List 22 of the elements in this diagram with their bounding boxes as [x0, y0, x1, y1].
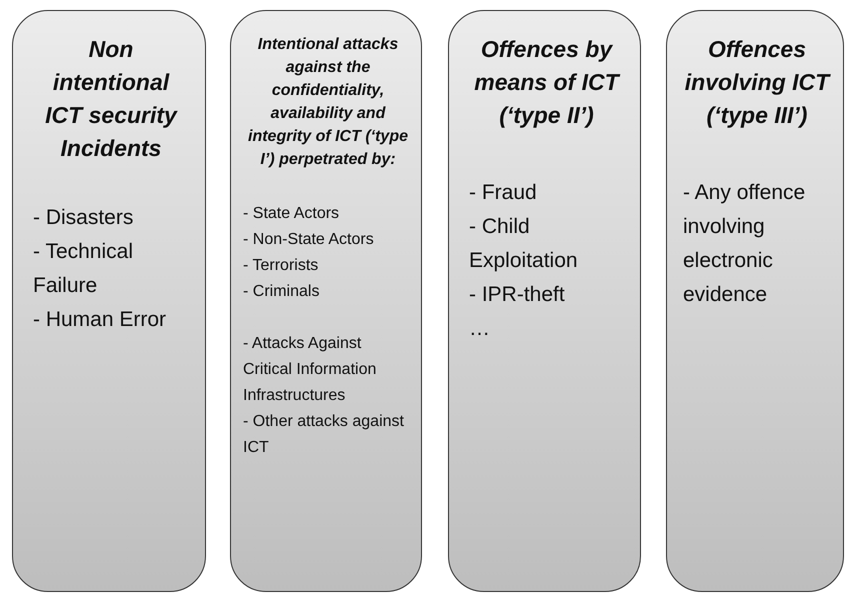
list-item: - Terrorists — [243, 256, 320, 276]
category-panel — [448, 10, 641, 592]
list-item: - State Actors — [243, 204, 340, 224]
list-item: - Criminals — [243, 282, 320, 302]
column-heading: Non intentional ICT security Incidents — [44, 35, 178, 163]
column-heading: Offences by means of ICT (‘type II’) — [473, 35, 622, 130]
list-item: - Fraud — [469, 180, 538, 206]
list-item: - Other attacks against ICT — [243, 412, 405, 458]
list-item: - Non-State Actors — [243, 230, 375, 250]
list-item: - Attacks Against Critical Information Infrastructures — [243, 334, 378, 406]
column-heading: Intentional attacks against the confidentiality, availability and integrity of ICT (‘type I’) perpetrated by: — [247, 35, 409, 170]
list-item: - Disasters — [33, 205, 134, 231]
category-panel — [666, 10, 844, 592]
list-item: - Technical Failure — [33, 239, 134, 299]
category-panel — [230, 10, 422, 592]
category-panel — [12, 10, 206, 592]
column-heading: Offences involving ICT (‘type III’) — [684, 35, 831, 130]
list-item: … — [469, 316, 491, 342]
list-item: - IPR-theft — [469, 282, 566, 308]
list-item: - Child Exploitation — [469, 214, 579, 274]
list-item: - Human Error — [33, 307, 168, 333]
list-item: - Any offence involving electronic evidence — [683, 180, 806, 308]
